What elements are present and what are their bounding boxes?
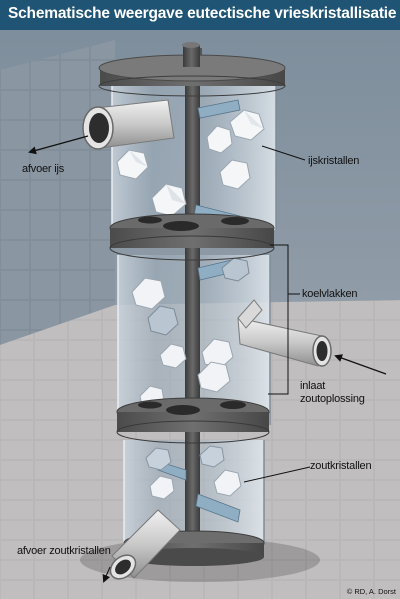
label-ice-outlet: afvoer ijs <box>22 163 65 175</box>
diagram-title: Schematische weergave eutectische vriesk… <box>8 5 397 22</box>
label-salt-outlet: afvoer zoutkristallen <box>17 545 111 557</box>
label-salt-crystals: zoutkristallen <box>310 460 372 472</box>
label-cooling-surfaces: koelvlakken <box>302 288 358 300</box>
label-inlet-line1: inlaat <box>300 380 326 392</box>
title-bar <box>0 0 400 30</box>
label-inlet-line2: zoutoplossing <box>300 393 365 405</box>
image-credit: © RD, A. Dorst <box>346 587 396 596</box>
label-ice-crystals: ijskristallen <box>308 155 360 167</box>
